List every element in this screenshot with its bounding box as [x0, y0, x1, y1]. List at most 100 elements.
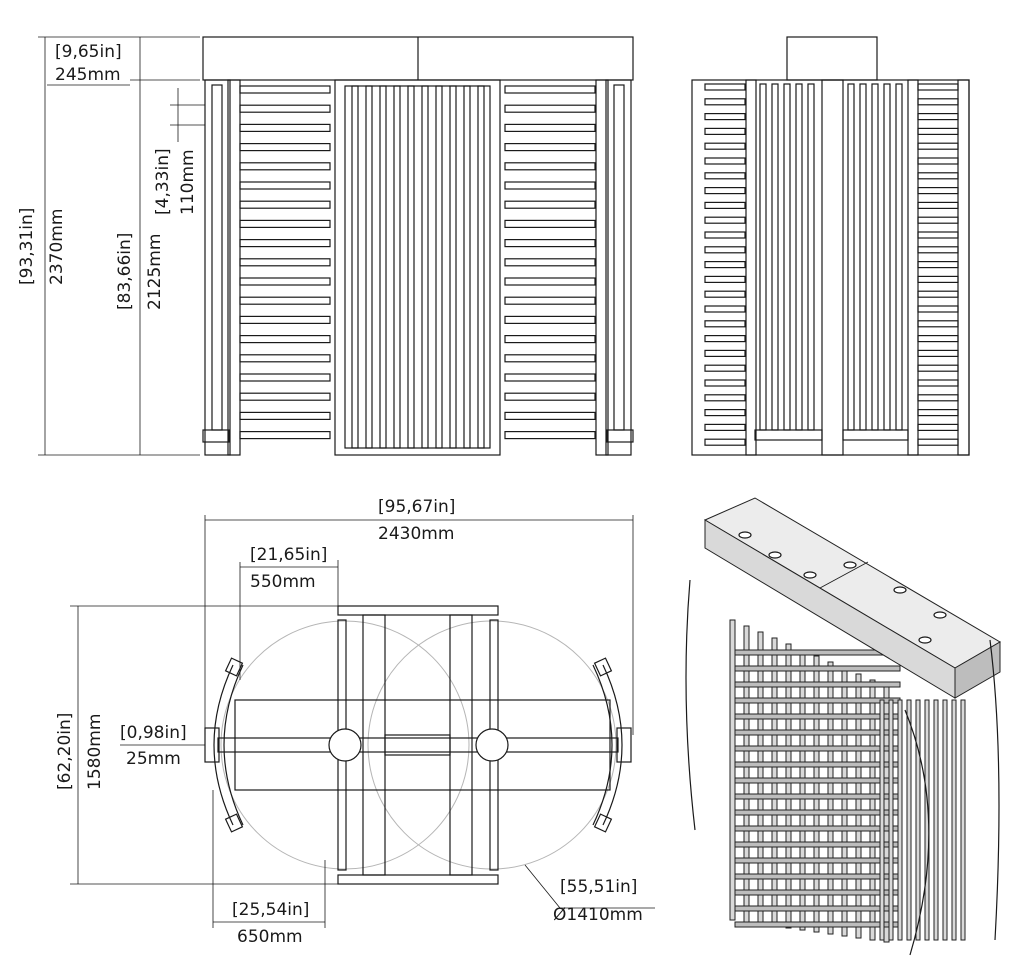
bar — [239, 354, 331, 363]
bar — [895, 83, 903, 431]
bar — [883, 83, 891, 431]
bar — [734, 809, 901, 816]
bar — [917, 216, 959, 224]
bar — [917, 246, 959, 254]
bar — [704, 438, 746, 446]
hole — [918, 636, 932, 644]
gate-height-in: [83,66in] — [115, 233, 135, 310]
bar — [239, 258, 331, 267]
top-height-in: [9,65in] — [55, 42, 122, 62]
bar — [847, 83, 855, 431]
bar — [734, 857, 901, 864]
bar — [951, 699, 957, 941]
bar — [734, 681, 901, 688]
bar — [771, 83, 779, 431]
bar — [379, 85, 387, 449]
bar — [734, 841, 901, 848]
depth-in: [62,20in] — [55, 713, 75, 790]
hole — [843, 561, 857, 569]
bar — [917, 290, 959, 298]
front-view — [202, 36, 634, 456]
bar — [841, 667, 848, 937]
bar — [463, 85, 471, 449]
bar — [917, 364, 959, 372]
bar — [734, 889, 901, 896]
hole — [803, 571, 817, 579]
isometric-view — [685, 497, 1001, 956]
bar — [917, 275, 959, 283]
bar — [807, 83, 815, 431]
side-view — [691, 36, 970, 456]
bar — [504, 392, 596, 401]
bar — [504, 431, 596, 440]
bar — [734, 761, 901, 768]
bar — [504, 335, 596, 344]
bar — [449, 85, 457, 449]
arc-thickness-mm: 25mm — [126, 749, 181, 769]
bar — [504, 296, 596, 305]
bar — [704, 83, 746, 91]
bar — [734, 777, 901, 784]
bar — [239, 431, 331, 440]
bar — [704, 379, 746, 387]
bar — [239, 335, 331, 344]
bar — [704, 394, 746, 402]
bar — [759, 83, 767, 431]
hole — [768, 551, 782, 559]
bar — [799, 649, 806, 931]
rotor-circle-right — [367, 620, 617, 870]
slat-spacing-mm: 110mm — [178, 149, 198, 215]
bar — [239, 315, 331, 324]
bar — [504, 239, 596, 248]
bar — [917, 187, 959, 195]
bar — [704, 231, 746, 239]
bar — [239, 162, 331, 171]
bar — [704, 320, 746, 328]
bar — [734, 745, 901, 752]
top-dimensions: [95,67in] 2430mm [21,65in] 550mm [62,20i… — [55, 497, 655, 947]
bar — [795, 83, 803, 431]
bar — [239, 181, 331, 190]
bar — [504, 104, 596, 113]
bar — [239, 104, 331, 113]
bar — [239, 373, 331, 382]
total-width-mm: 2430mm — [378, 524, 454, 544]
bar — [504, 85, 596, 94]
bar — [734, 921, 901, 928]
bar — [917, 394, 959, 402]
bar — [917, 231, 959, 239]
bar — [704, 335, 746, 343]
right-post — [605, 79, 632, 456]
bar — [239, 143, 331, 152]
bar — [933, 699, 939, 941]
bar — [704, 305, 746, 313]
arc-offset-in: [25,54in] — [232, 900, 309, 920]
rotor-diameter-in: [55,51in] — [560, 877, 637, 897]
bar — [704, 246, 746, 254]
bar — [704, 349, 746, 357]
arc-thickness-in: [0,98in] — [120, 723, 187, 743]
bar — [917, 261, 959, 269]
bar — [504, 219, 596, 228]
bar — [704, 157, 746, 165]
bar — [785, 643, 792, 929]
bar — [704, 98, 746, 106]
bar — [704, 201, 746, 209]
bar — [917, 83, 959, 91]
bar — [917, 409, 959, 417]
bar — [365, 85, 373, 449]
bar — [917, 112, 959, 121]
front-dimensions: [9,65in] 245mm [93,31in] 2370mm [83,66in… — [17, 36, 205, 456]
bar — [734, 793, 901, 800]
rotor-circle-left — [220, 620, 470, 870]
bar — [504, 258, 596, 267]
bar — [960, 699, 966, 941]
top-view — [204, 605, 632, 885]
bar — [917, 305, 959, 313]
bar — [734, 905, 901, 912]
bar — [421, 85, 429, 449]
bar — [734, 729, 901, 736]
bar — [704, 187, 746, 195]
bar — [734, 665, 901, 672]
rotor-diameter-mm: Ø1410mm — [553, 905, 643, 925]
